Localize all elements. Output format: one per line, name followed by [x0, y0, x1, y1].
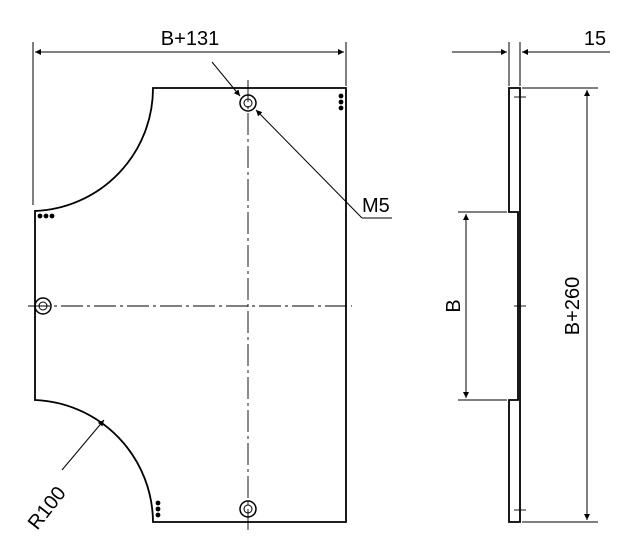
- thread-leader: M5: [211, 61, 392, 219]
- plate-outline: [34, 87, 347, 523]
- mid-height-dimension: B: [443, 211, 507, 401]
- thread-label: M5: [362, 195, 390, 217]
- top-width-label: B+131: [161, 28, 219, 50]
- weld-mark-top-right: [338, 93, 344, 111]
- thickness-dimension: 15: [452, 28, 610, 86]
- thickness-label: 15: [584, 28, 606, 50]
- hole-bottom: [239, 500, 257, 518]
- total-height-label: B+260: [562, 277, 584, 335]
- radius-label: R100: [24, 483, 71, 534]
- top-width-dimension: B+131: [32, 28, 347, 205]
- mid-height-label: B: [443, 299, 465, 312]
- hole-left: [34, 297, 52, 315]
- weld-mark-bottom-left: [155, 500, 161, 518]
- front-view: B+131 M5 R100: [24, 28, 392, 534]
- weld-mark-left: [37, 213, 55, 219]
- side-view: 15 B B+260: [443, 28, 610, 523]
- radius-dimension: R100: [24, 419, 105, 534]
- side-plate-outline: [508, 87, 521, 523]
- total-height-dimension: B+260: [522, 87, 598, 523]
- hole-top: [239, 94, 257, 112]
